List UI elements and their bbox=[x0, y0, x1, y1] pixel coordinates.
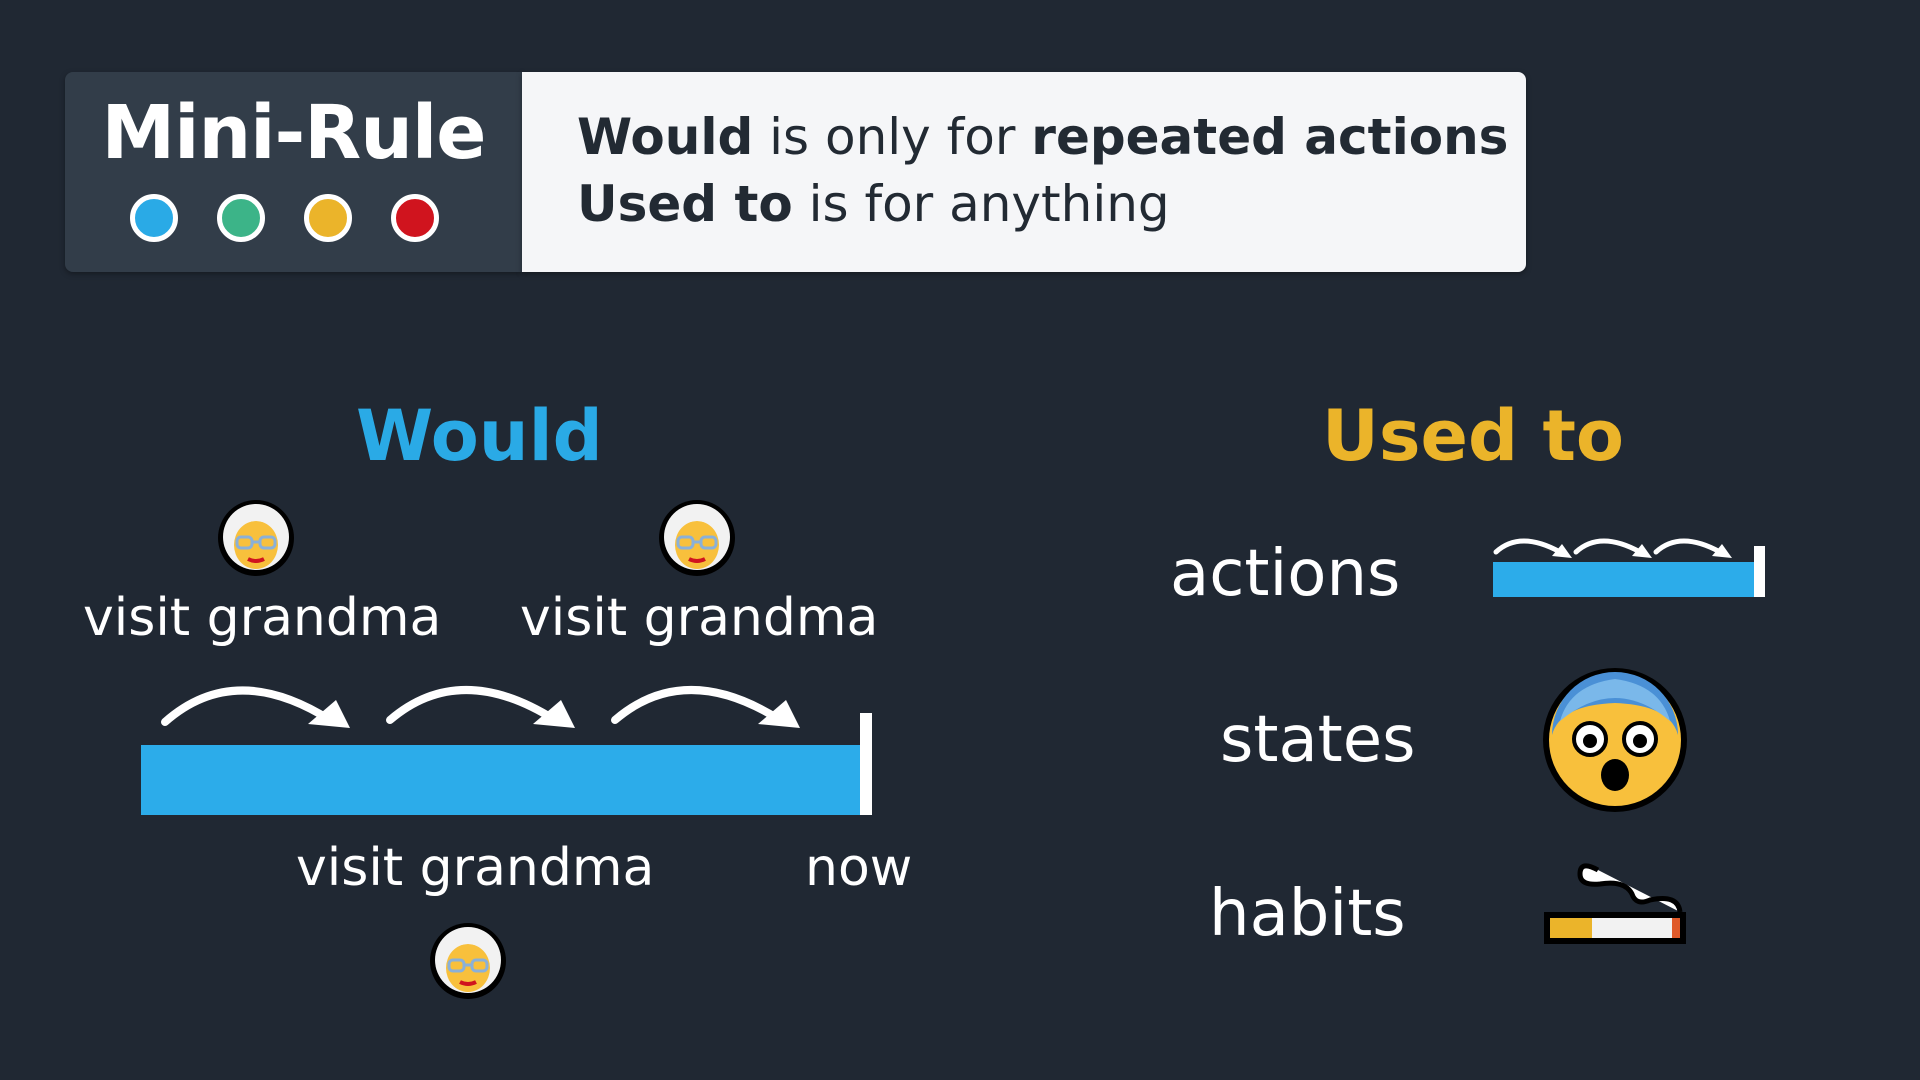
now-label: now bbox=[805, 838, 913, 898]
blue-dot bbox=[130, 194, 178, 242]
rule-line-2-text: is for anything bbox=[792, 175, 1170, 233]
actions-label: actions bbox=[1170, 537, 1401, 611]
old-woman-icon bbox=[218, 500, 294, 576]
visit-grandma-label-1: visit grandma bbox=[83, 588, 442, 648]
old-woman-icon bbox=[430, 923, 506, 999]
cigarette-icon bbox=[1544, 863, 1686, 944]
rule-used-to-keyword: Used to bbox=[577, 175, 793, 233]
used-to-heading: Used to bbox=[1322, 395, 1625, 477]
green-dot bbox=[217, 194, 265, 242]
mini-rule-badge: Mini-Rule bbox=[65, 72, 522, 272]
now-tick bbox=[860, 713, 872, 815]
visit-grandma-label-3: visit grandma bbox=[296, 838, 655, 898]
timeline-arrows-icon bbox=[1493, 538, 1732, 558]
rule-line-1: Would is only for repeated actions bbox=[577, 108, 1508, 166]
would-heading: Would bbox=[356, 395, 603, 477]
fearful-face-icon bbox=[1543, 668, 1687, 812]
rule-text-box: Would is only for repeated actions Used … bbox=[522, 72, 1526, 272]
actions-now-tick bbox=[1754, 546, 1765, 597]
mini-rule-title: Mini-Rule bbox=[101, 90, 487, 176]
habits-label: habits bbox=[1209, 877, 1406, 951]
would-timeline-bar bbox=[141, 745, 861, 815]
repeat-arrows bbox=[161, 686, 800, 728]
rule-line-2: Used to is for anything bbox=[577, 175, 1170, 233]
rule-repeated-actions: repeated actions bbox=[1031, 108, 1509, 166]
yellow-dot bbox=[304, 194, 352, 242]
old-woman-icon bbox=[659, 500, 735, 576]
color-dots bbox=[130, 194, 460, 244]
states-label: states bbox=[1220, 703, 1416, 777]
red-dot bbox=[391, 194, 439, 242]
actions-timeline-bar bbox=[1493, 562, 1755, 597]
rule-would-keyword: Would bbox=[577, 108, 754, 166]
visit-grandma-label-2: visit grandma bbox=[520, 588, 879, 648]
rule-line-1-text: is only for bbox=[753, 108, 1032, 166]
